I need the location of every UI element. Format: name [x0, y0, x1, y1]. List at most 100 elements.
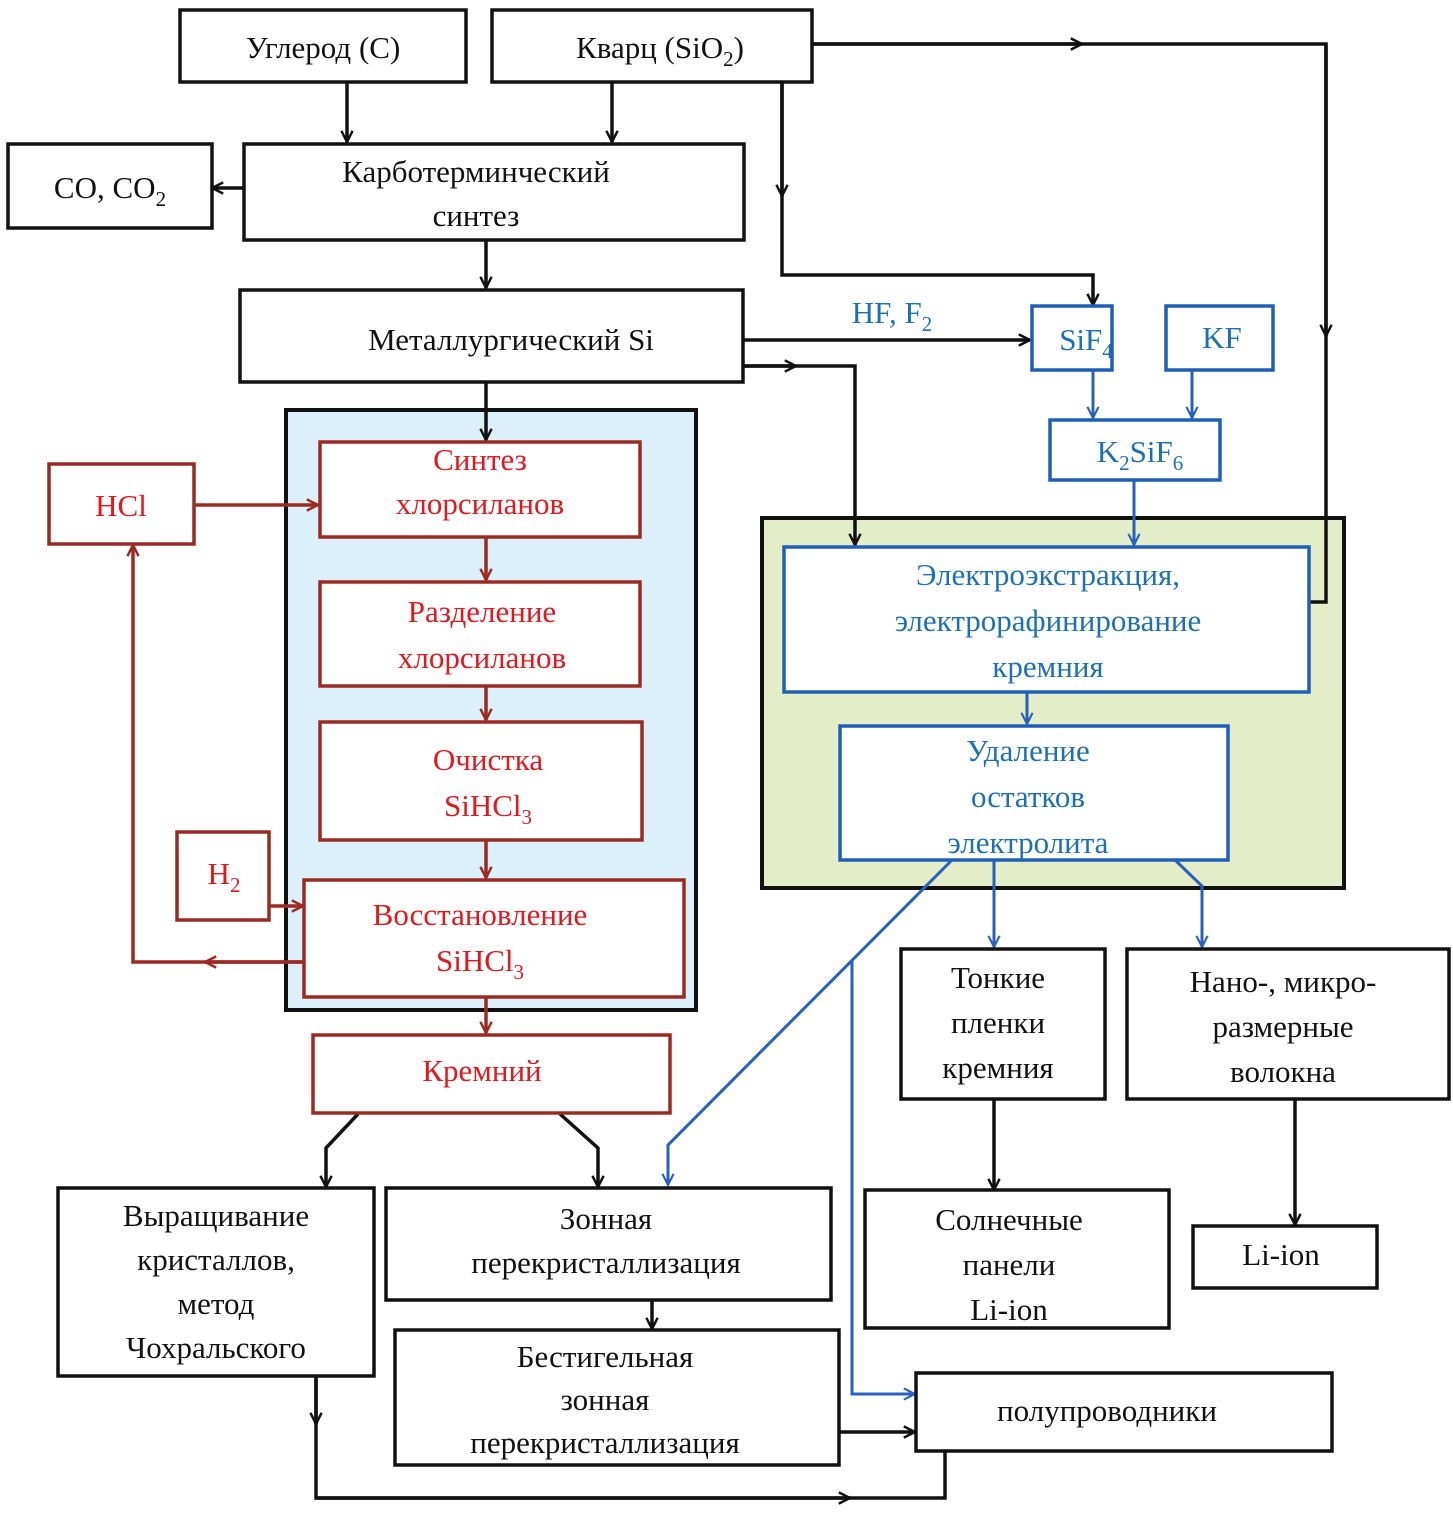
node-hcl[interactable]: HCl — [47, 462, 196, 546]
label-line: Очистка — [433, 742, 543, 777]
node-sif4-label: SiF4 — [1059, 322, 1113, 363]
label-line: Удаление — [966, 733, 1090, 768]
label-line: перекристаллизация — [470, 1425, 739, 1460]
arrow-removal-to-zone — [668, 858, 954, 1185]
label-line: электролита — [948, 825, 1109, 860]
node-h2[interactable]: H2 — [175, 830, 271, 922]
label-line: HCl — [95, 488, 147, 523]
label-line: K2SiF6 — [1097, 434, 1184, 475]
label-line: Разделение — [408, 594, 556, 629]
label-line: кристаллов, — [137, 1242, 295, 1277]
node-fibers-label: Нано-, микро-размерные волокна — [1190, 964, 1377, 1089]
node-metallurgical-label: Металлургический Si — [368, 322, 654, 357]
node-kf-label: KF — [1202, 320, 1242, 355]
label-line: Li-ion — [1242, 1237, 1320, 1272]
label-line: электрорафинирование — [895, 603, 1202, 638]
node-quartz-label: Кварц (SiO2) — [576, 30, 744, 71]
node-semiconductors[interactable]: полупроводники — [914, 1371, 1334, 1453]
label-line: метод — [178, 1286, 255, 1321]
label-line: SiHCl3 — [436, 943, 524, 984]
label-line: Выращивание — [123, 1198, 309, 1233]
node-liion[interactable]: Li-ion — [1191, 1224, 1379, 1290]
line-quartz-to-sif4 — [780, 82, 1093, 305]
node-carbothermic-label: Карботерминческий синтез — [342, 154, 610, 233]
node-carbothermic-synthesis[interactable]: Карботерминческий синтез — [242, 142, 746, 242]
label-line: кремния — [942, 1050, 1053, 1085]
node-sif4[interactable]: SiF4 — [1030, 304, 1114, 372]
label-line: Электроэкстракция, — [916, 557, 1180, 592]
label-line: Карботерминческий — [342, 154, 610, 189]
node-crucibleless-label: Бестигельная зонная перекристаллизация — [470, 1339, 739, 1460]
label-line: Li-ion — [970, 1292, 1048, 1327]
node-co-co2[interactable]: CO, CO2 — [6, 142, 214, 230]
node-thin-films-label: Тонкие пленки кремния — [942, 960, 1053, 1085]
arrow-silicon-to-crystal — [326, 1112, 360, 1187]
node-fibers[interactable]: Нано-, микро-размерные волокна — [1125, 947, 1451, 1101]
arrow-removal-to-fibers — [1173, 858, 1202, 947]
label-line: пленки — [951, 1005, 1045, 1040]
label-line: перекристаллизация — [471, 1245, 740, 1280]
arrow-removal-to-semiconductors — [850, 961, 915, 1394]
node-electro-extraction[interactable]: Электроэкстракция, электрорафинирование кр… — [782, 545, 1311, 694]
node-carbon[interactable]: Углерод (C) — [178, 8, 468, 84]
label-line: остатков — [971, 779, 1085, 814]
label-line: кремния — [992, 649, 1103, 684]
node-chlorosilane-separation[interactable]: Разделение хлорсиланов — [318, 580, 642, 688]
node-chlorosilane-separation-label: Разделение хлорсиланов — [398, 594, 566, 675]
node-co-co2-label: CO, CO2 — [54, 170, 166, 211]
label-line: Восстановление — [373, 897, 588, 932]
label-line: CO, CO2 — [54, 170, 166, 211]
label-line: Кварц (SiO2) — [576, 30, 744, 71]
label-line: размерные — [1212, 1009, 1353, 1044]
node-electrolyte-removal-label: Удаление остатков электролита — [948, 733, 1109, 860]
label-line: SiF4 — [1059, 322, 1113, 363]
node-silicon[interactable]: Кремний — [311, 1033, 672, 1115]
label-line: HF, F2 — [852, 295, 932, 336]
label-line: Синтез — [433, 442, 527, 477]
node-k2sif6[interactable]: K2SiF6 — [1048, 418, 1222, 482]
label-line: зонная — [561, 1382, 650, 1417]
node-thin-films[interactable]: Тонкие пленки кремния — [899, 947, 1107, 1101]
node-hcl-label: HCl — [95, 488, 147, 523]
label-line: полупроводники — [997, 1393, 1217, 1428]
label-line: Нано-, микро- — [1190, 964, 1377, 999]
label-line: синтез — [433, 198, 520, 233]
label-line: Кремний — [422, 1053, 541, 1088]
node-electrolyte-removal[interactable]: Удаление остатков электролита — [838, 724, 1230, 862]
node-metallurgical-si[interactable]: Металлургический Si — [238, 288, 745, 384]
label-line: панели — [963, 1247, 1056, 1282]
label-line: Бестигельная — [517, 1339, 694, 1374]
arrow-silicon-to-zone — [558, 1112, 598, 1187]
node-k2sif6-label: K2SiF6 — [1097, 434, 1184, 475]
label-line: волокна — [1230, 1054, 1336, 1089]
label-hf-f2: HF, F2 — [852, 295, 932, 336]
node-silicon-label: Кремний — [422, 1053, 541, 1088]
node-quartz[interactable]: Кварц (SiO2) — [490, 8, 814, 84]
label-line: KF — [1202, 320, 1242, 355]
node-h2-label: H2 — [208, 856, 241, 897]
label-line: Чохральского — [126, 1330, 306, 1365]
label-line: SiHCl3 — [444, 788, 532, 829]
node-kf[interactable]: KF — [1164, 304, 1275, 372]
label-line: Тонкие — [951, 960, 1045, 995]
label-line: Металлургический Si — [368, 322, 654, 357]
connectors — [133, 44, 1326, 1498]
node-crucibleless-zone[interactable]: Бестигельная зонная перекристаллизация — [393, 1328, 841, 1467]
node-electro-extraction-label: Электроэкстракция, электрорафинирование кр… — [895, 557, 1202, 684]
label-line: хлорсиланов — [398, 640, 566, 675]
node-carbon-label: Углерод (C) — [246, 30, 401, 65]
node-semiconductors-label: полупроводники — [997, 1393, 1217, 1428]
